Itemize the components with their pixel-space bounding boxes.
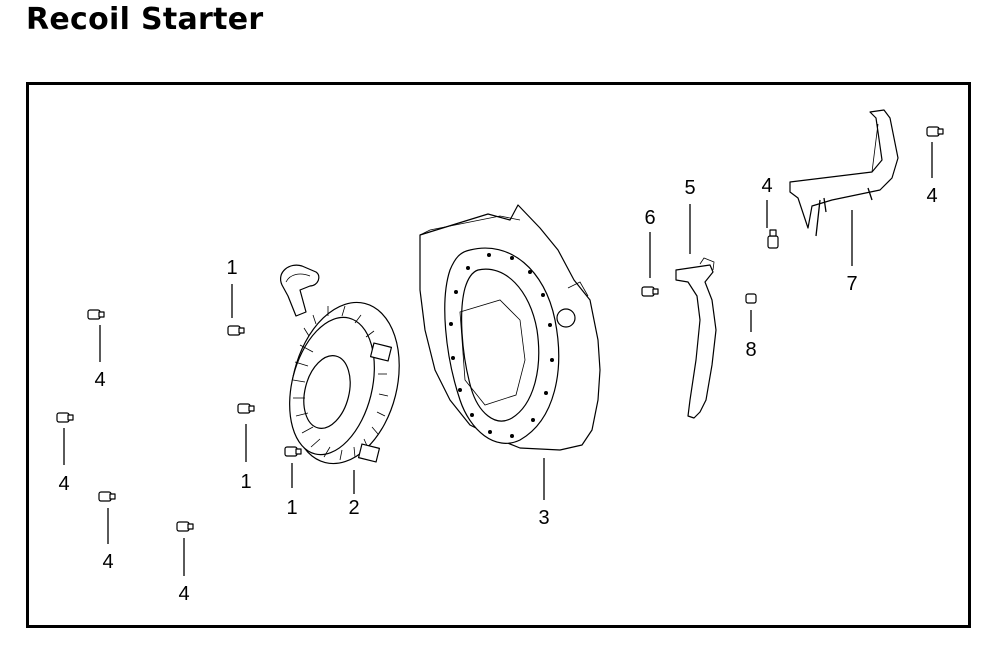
callout-7: 7 [846,273,857,295]
bracket-part[interactable] [675,257,717,419]
callout-4b: 4 [58,473,69,495]
callout-4e: 4 [761,175,772,197]
bolt-6[interactable] [641,286,659,297]
blower-housing-part[interactable] [419,204,601,451]
bolt-4a[interactable] [87,309,105,320]
bolt-1c[interactable] [284,446,302,457]
diagram-frame [26,82,971,628]
bolt-4d[interactable] [176,521,194,532]
bolt-1b[interactable] [237,403,255,414]
bolt-4b[interactable] [56,412,74,423]
page-title: Recoil Starter [26,2,264,37]
callout-4f: 4 [926,185,937,207]
callout-8: 8 [745,339,756,361]
bolt-4c[interactable] [98,491,116,502]
callout-3: 3 [538,507,549,529]
callout-5: 5 [684,177,695,199]
callout-4c: 4 [102,551,113,573]
callout-4d: 4 [178,583,189,605]
callout-2: 2 [348,497,359,519]
bolt-4e[interactable] [767,229,779,249]
guard-part[interactable] [789,109,899,237]
bolt-4f[interactable] [926,126,944,137]
callout-1b: 1 [240,471,251,493]
callout-1c: 1 [286,497,297,519]
callout-1a: 1 [226,257,237,279]
nut-8[interactable] [745,293,757,304]
callout-4a: 4 [94,369,105,391]
callout-6: 6 [644,207,655,229]
recoil-starter-part[interactable] [275,264,416,475]
bolt-1a[interactable] [227,325,245,336]
